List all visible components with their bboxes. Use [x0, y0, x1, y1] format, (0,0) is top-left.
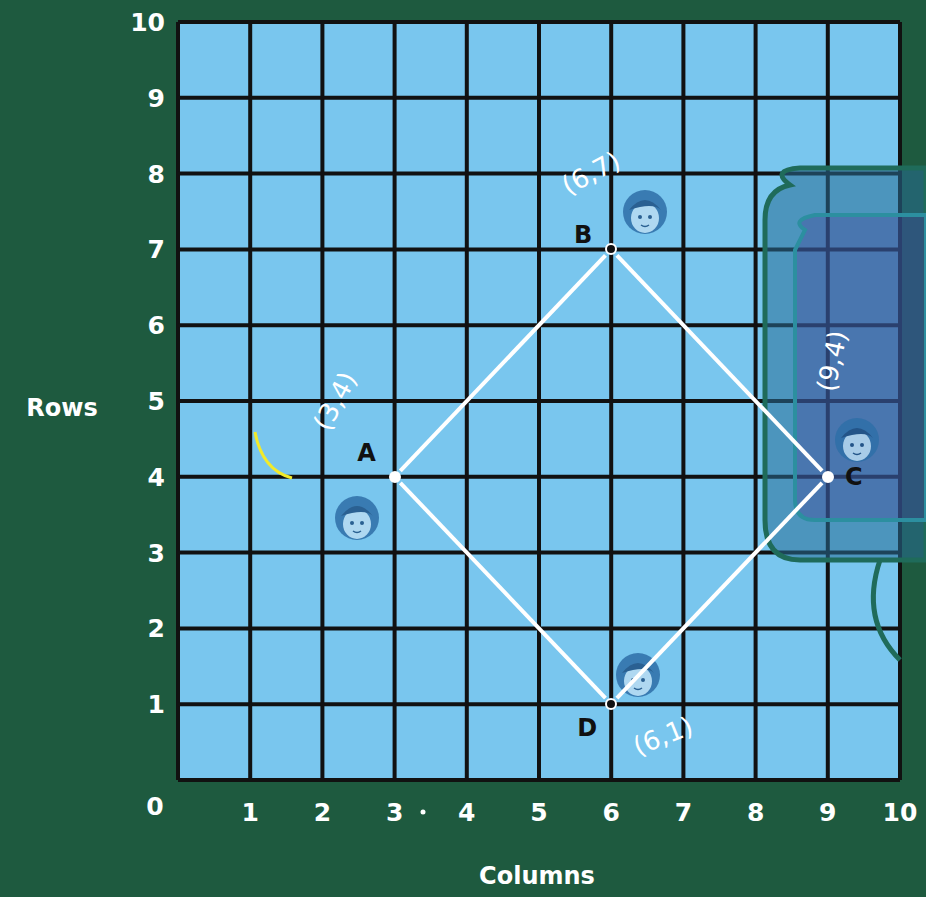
avatar-icon	[623, 190, 667, 234]
axis-title: Rows	[26, 396, 97, 420]
column-number: 10	[883, 800, 918, 825]
square-side	[400, 255, 605, 470]
square-side	[617, 255, 822, 470]
square-side	[617, 483, 822, 698]
highlight-marker	[765, 168, 926, 560]
pen-mark	[255, 432, 292, 478]
grid-line	[681, 22, 685, 780]
row-number: 0	[146, 794, 163, 819]
row-number: 7	[148, 237, 165, 262]
point-label: C	[845, 465, 863, 489]
point-label: A	[357, 441, 376, 465]
highlight-marker	[795, 215, 926, 520]
axis-dot	[421, 810, 426, 815]
column-number: 1	[241, 800, 258, 825]
grid-line	[178, 96, 900, 100]
column-number: 9	[819, 800, 836, 825]
column-number: 3	[386, 800, 403, 825]
column-number: 5	[530, 800, 547, 825]
row-number: 3	[148, 540, 165, 565]
avatar-icon	[835, 418, 879, 462]
grid-line	[609, 22, 613, 780]
point-marker: A(3,4)	[389, 471, 401, 483]
row-number: 6	[148, 313, 165, 338]
row-number: 8	[148, 161, 165, 186]
row-number: 1	[148, 692, 165, 717]
point-label: D	[577, 716, 597, 740]
point-marker: C(9,4)	[822, 471, 834, 483]
column-number: 7	[675, 800, 692, 825]
highlight-stroke	[873, 560, 900, 660]
row-number: 10	[130, 10, 165, 35]
column-number: 2	[314, 800, 331, 825]
column-number: 6	[602, 800, 619, 825]
point-label: B	[574, 223, 592, 247]
grid-line	[178, 20, 900, 24]
square-side	[400, 483, 605, 698]
row-number: 4	[148, 464, 165, 489]
row-number: 2	[148, 616, 165, 641]
column-number: 8	[747, 800, 764, 825]
row-number: 5	[148, 389, 165, 414]
row-number: 9	[148, 85, 165, 110]
column-number: 4	[458, 800, 475, 825]
axis-title: Columns	[479, 864, 595, 888]
avatar-icon	[335, 496, 379, 540]
